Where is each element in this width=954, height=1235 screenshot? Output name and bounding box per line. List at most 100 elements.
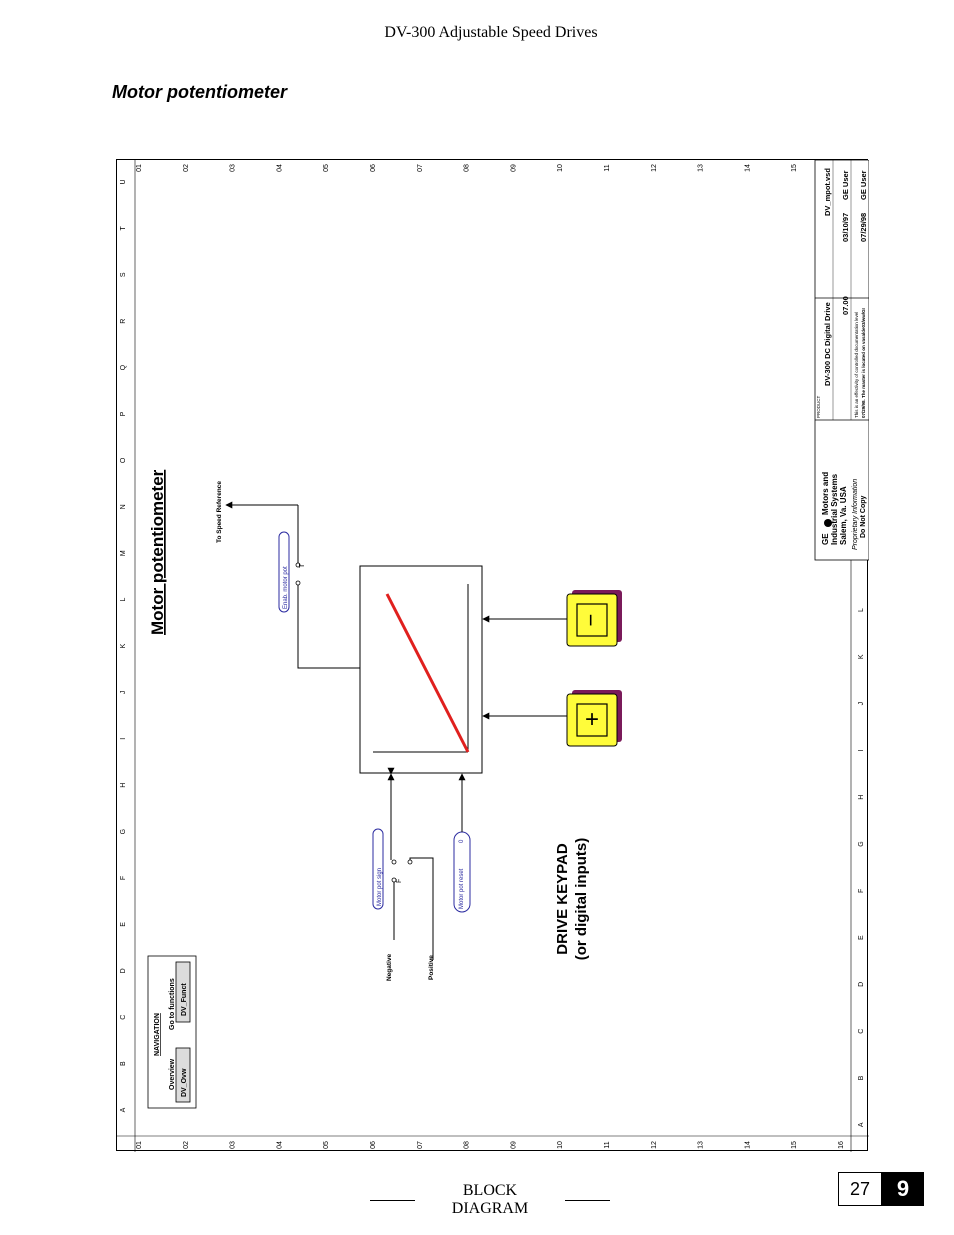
row-label: 12	[651, 164, 658, 172]
functions-button[interactable]	[175, 961, 191, 1023]
overview-button[interactable]	[175, 1047, 191, 1103]
row-label: 09	[510, 164, 517, 172]
row-label: 07	[417, 164, 424, 172]
row-label: 03	[230, 164, 237, 172]
column-letter: B	[858, 1075, 865, 1080]
column-letter: E	[858, 935, 865, 940]
row-label: 10	[557, 164, 564, 172]
version: 07.00	[841, 296, 850, 315]
column-letter: D	[858, 982, 865, 987]
row-label: 06	[370, 1141, 377, 1149]
do-not-copy-label: Do Not Copy	[860, 496, 867, 538]
filename: DV_mpot.vsd	[823, 168, 832, 216]
functions-label: Go to functions	[169, 978, 176, 1030]
row-label: 16	[838, 1141, 845, 1149]
row-label: 11	[604, 164, 611, 171]
sign-switch-label: F	[396, 879, 403, 883]
row-labels-top: 01 02 03 04 05 06 07 08 09 10 11 12 13 14 15	[136, 164, 798, 172]
page-number: 27	[838, 1172, 882, 1206]
motor-pot-sign-label: Motor pot sign	[377, 868, 383, 906]
column-letter: F	[858, 889, 865, 893]
column-letter: J	[858, 702, 865, 706]
motor-pot-sign-param[interactable]	[372, 828, 384, 910]
enab-motor-pot-param[interactable]	[278, 531, 290, 613]
company-line3: Salem, Va. USA	[839, 486, 848, 545]
row-label: 04	[276, 1141, 283, 1149]
navigation-title: NAVIGATION	[154, 1013, 161, 1056]
row-label: 07	[417, 1141, 424, 1149]
row-label: 13	[698, 164, 705, 172]
column-letter: I	[858, 749, 865, 751]
row-label: 08	[464, 164, 471, 172]
row-label: 06	[370, 164, 377, 172]
column-letter: F	[120, 876, 127, 880]
row-label: 10	[557, 1141, 564, 1149]
ramp-line	[385, 593, 470, 753]
footer-rule-right	[564, 1199, 610, 1201]
row-label: 13	[698, 1141, 705, 1149]
footer-rule-left	[370, 1199, 416, 1201]
column-letter: G	[858, 841, 865, 846]
row-label: 12	[651, 1141, 658, 1149]
row-label: 14	[744, 164, 751, 172]
column-letter: A	[120, 1107, 127, 1112]
column-letter: M	[120, 550, 127, 556]
column-letter: K	[120, 643, 127, 648]
footer-label: BLOCK DIAGRAM	[451, 1182, 529, 1217]
functions-button-label: DV_Funct	[181, 983, 188, 1016]
column-letter: K	[858, 654, 865, 659]
row-label: 15	[791, 164, 798, 172]
column-letter: C	[120, 1015, 127, 1020]
column-letter: J	[120, 691, 127, 695]
product-name: DV-300 DC Digital Drive	[823, 302, 832, 386]
row-label: 05	[323, 164, 330, 172]
row-label: 01	[136, 1141, 143, 1149]
column-letter: U	[120, 179, 127, 184]
keypad-label-line2: (or digital inputs)	[573, 838, 590, 960]
column-letter: L	[858, 608, 865, 612]
negative-label: Negative	[386, 954, 393, 981]
column-letter: L	[120, 598, 127, 602]
column-letter: H	[858, 795, 865, 800]
page-header: DV-300 Adjustable Speed Drives	[384, 24, 598, 41]
plus-key-label: +	[585, 706, 599, 733]
row-label: 02	[183, 164, 190, 172]
ge-logo-text: GE	[821, 533, 830, 545]
row-label: 08	[464, 1141, 471, 1149]
company-line1: Motors and	[821, 472, 830, 515]
column-letter: T	[120, 226, 127, 231]
row-label: 11	[604, 1141, 611, 1148]
keypad-label-line1: DRIVE KEYPAD	[554, 843, 571, 955]
overview-label: Overview	[169, 1058, 176, 1090]
motor-pot-reset-label: Motor pot reset	[459, 868, 465, 909]
column-letter: D	[120, 968, 127, 973]
section-title: Motor potentiometer	[112, 82, 287, 102]
footer-label-group: BLOCK DIAGRAM	[370, 1182, 610, 1218]
column-letter: C	[858, 1029, 865, 1034]
modified-by: GE User	[859, 170, 868, 200]
to-speed-reference-label: To Speed Reference	[216, 481, 223, 543]
row-label: 01	[136, 164, 143, 172]
column-letter: I	[120, 738, 127, 740]
created-by: GE User	[841, 170, 850, 200]
company-line2: Industrial Systems	[830, 473, 839, 545]
minus-key-label: −	[578, 614, 603, 627]
column-letter: O	[120, 457, 127, 463]
chapter-tab: 9	[882, 1172, 924, 1206]
note-line1: This is an effectivity of controlled doc…	[854, 312, 859, 418]
column-letter: Q	[120, 364, 127, 370]
column-letter: H	[120, 783, 127, 788]
product-label: PRODUCT	[816, 395, 821, 418]
positive-label: Positive	[428, 955, 435, 980]
row-label: 04	[276, 164, 283, 172]
row-label: 02	[183, 1141, 190, 1149]
column-letter: P	[120, 411, 127, 416]
row-label: 03	[230, 1141, 237, 1149]
column-letter: S	[120, 272, 127, 277]
created-date: 03/10/97	[841, 213, 850, 242]
column-letter: G	[120, 829, 127, 834]
